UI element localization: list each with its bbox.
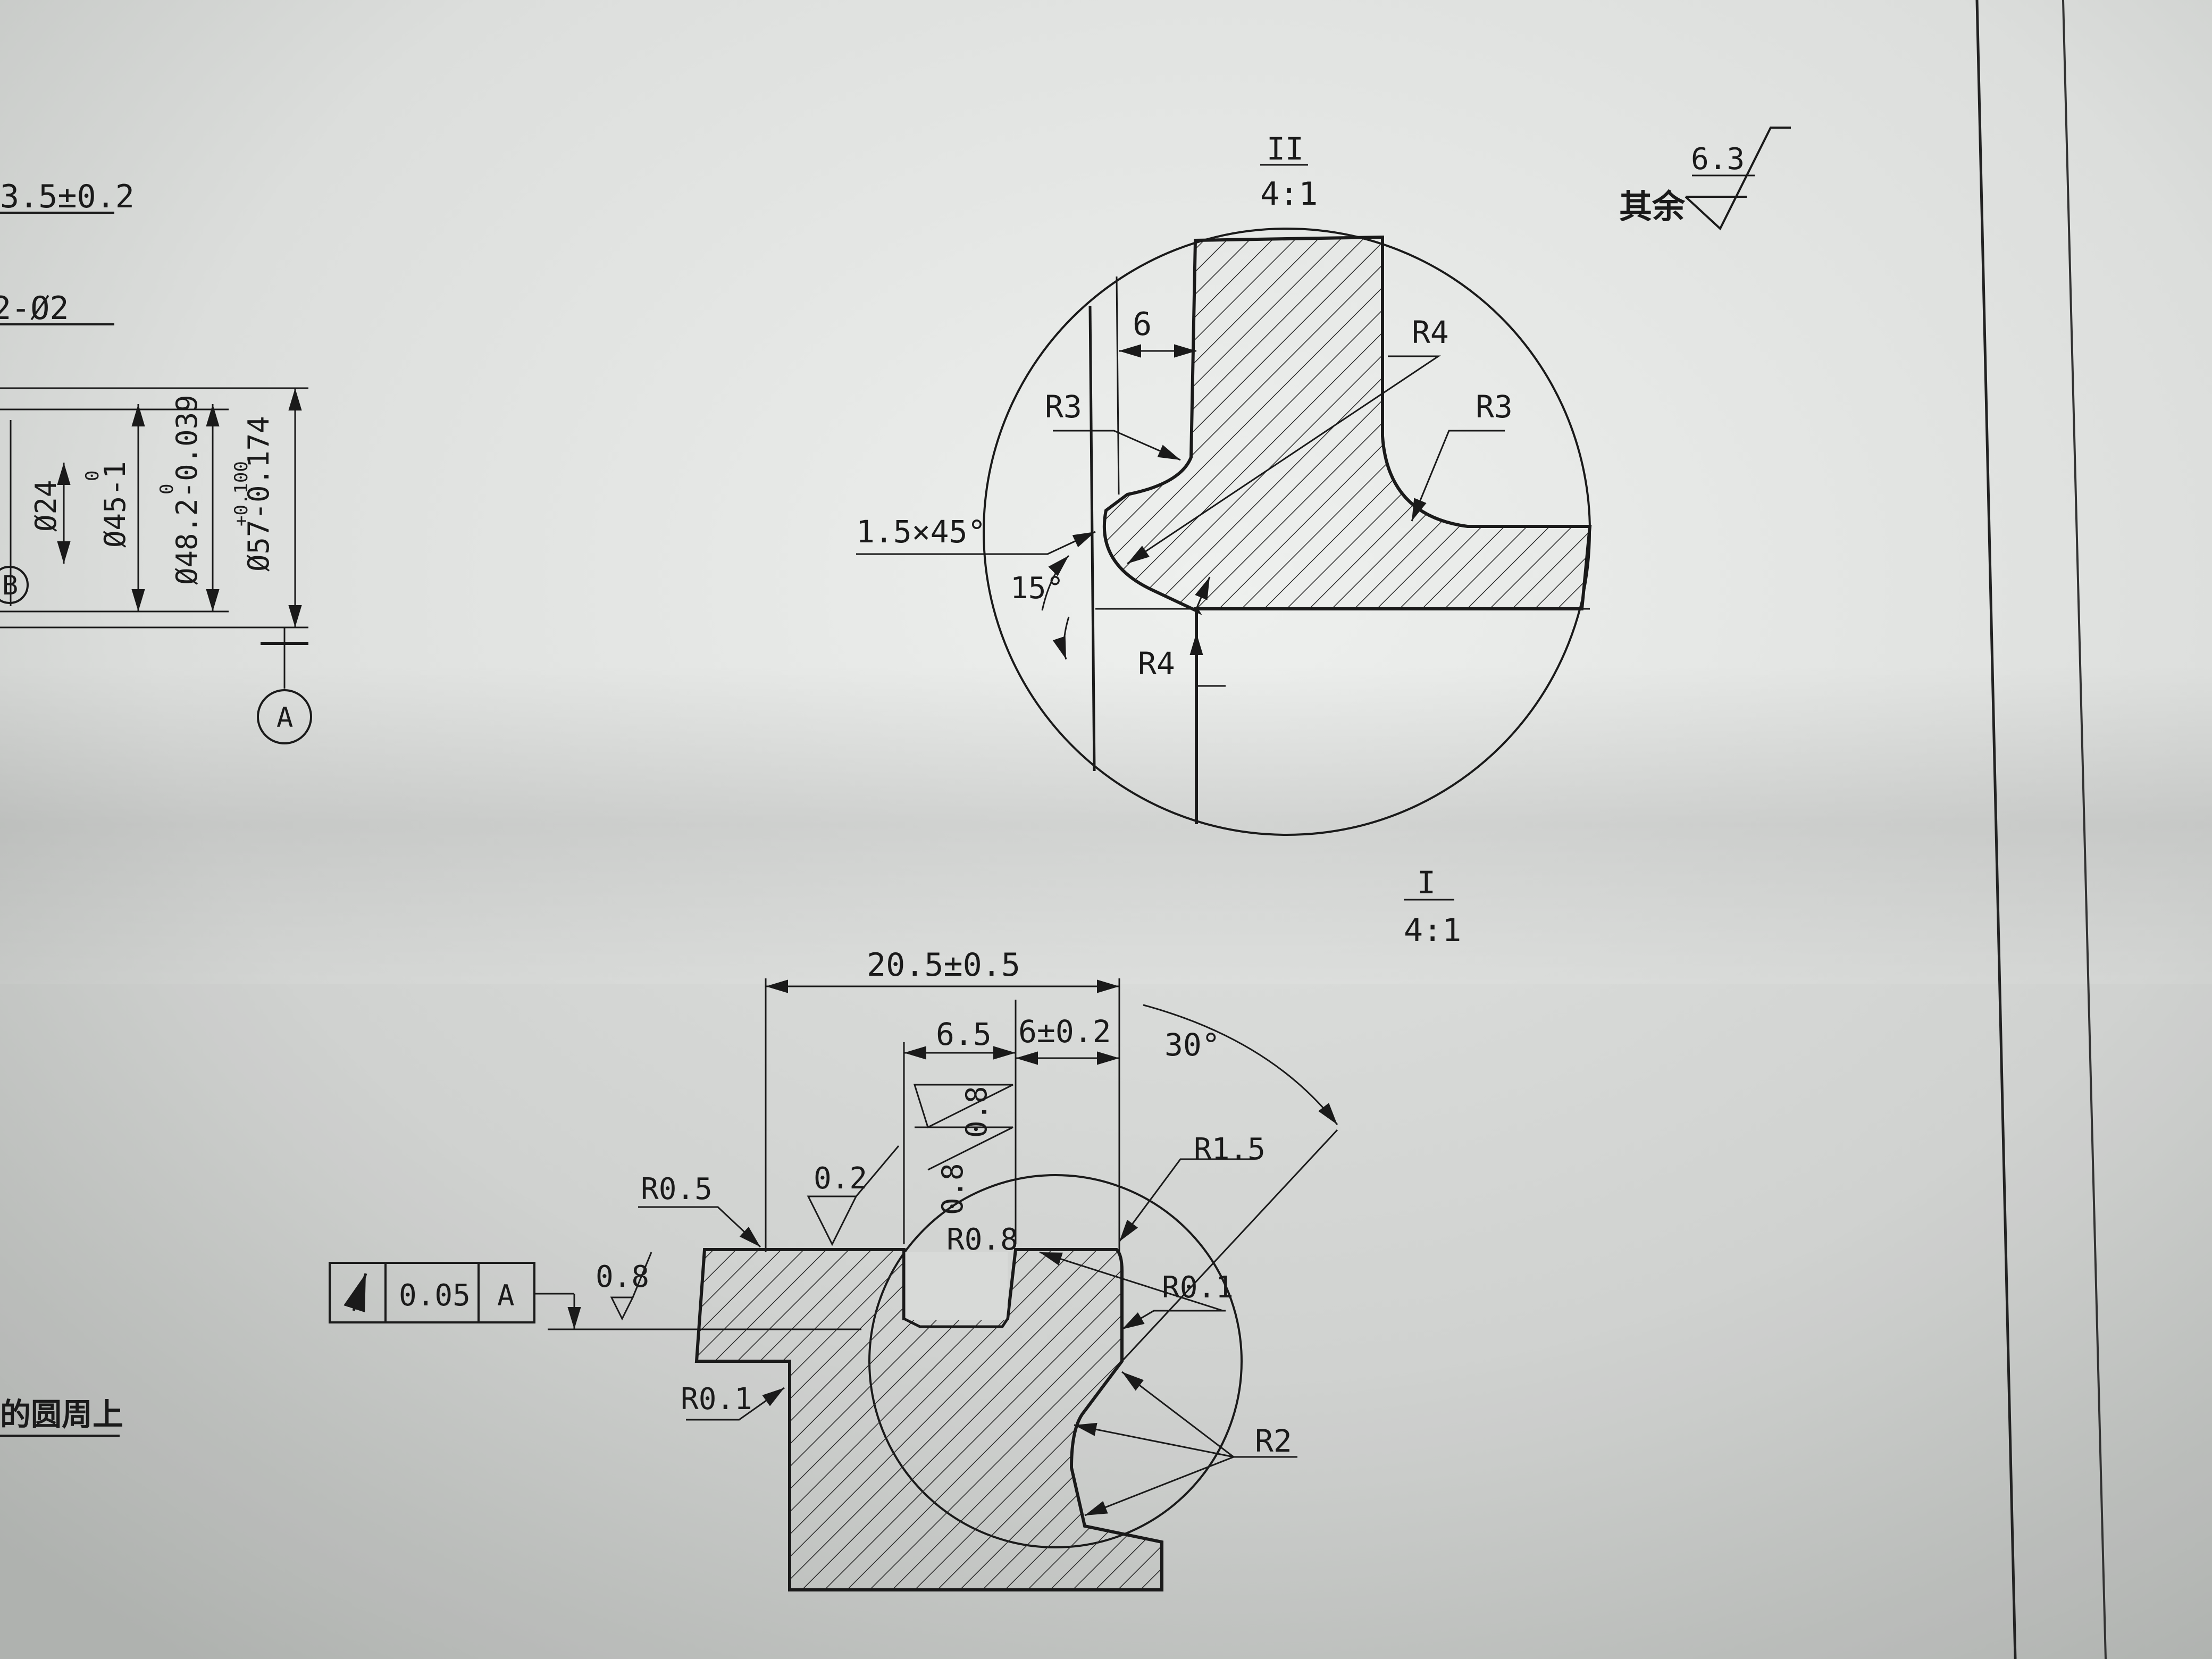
dim-d57-tol: +0.100 bbox=[231, 461, 252, 526]
gdt-datum: A bbox=[497, 1279, 515, 1312]
frame-border-inner bbox=[1975, 0, 2017, 1659]
default-roughness-symbol bbox=[1685, 127, 1791, 231]
roughness-0-2: 0.2 bbox=[814, 1161, 867, 1196]
detail-ii-r4-top: R4 bbox=[1412, 314, 1449, 350]
detail-i-r0-1-right: R0.1 bbox=[1162, 1270, 1234, 1305]
detail-i-label: I bbox=[1417, 865, 1436, 901]
dim-d45-tol: 0 bbox=[82, 471, 103, 481]
dim-d24: Ø24 bbox=[29, 480, 63, 532]
detail-ii-chamfer: 1.5×45° bbox=[856, 514, 986, 550]
detail-ii-scale: 4:1 bbox=[1260, 175, 1318, 213]
left-note-text: 的圆周上 bbox=[0, 1396, 123, 1432]
left-partial-view bbox=[0, 212, 312, 744]
detail-ii-r3-right: R3 bbox=[1476, 389, 1513, 425]
roughness-0-8-c: 0.8 bbox=[596, 1260, 649, 1294]
detail-i-dim-6-5: 6.5 bbox=[936, 1016, 992, 1052]
detail-i-dim-6: 6±0.2 bbox=[1018, 1013, 1111, 1050]
left-top-dimension: 3.5±0.2 bbox=[0, 178, 135, 215]
detail-ii-r4-bottom: R4 bbox=[1138, 646, 1175, 682]
dim-d45: Ø45-1 bbox=[98, 461, 132, 548]
detail-i-scale: 4:1 bbox=[1404, 912, 1461, 949]
detail-ii-section-hatch bbox=[1102, 235, 1592, 615]
datum-a-label: A bbox=[276, 702, 293, 734]
roughness-default-prefix: 其余 bbox=[1619, 187, 1686, 226]
detail-ii-angle-15: 15° bbox=[1010, 571, 1064, 606]
runout-arrow-icon bbox=[343, 1273, 367, 1313]
detail-ii-label: II bbox=[1267, 131, 1304, 167]
frame-border-outer bbox=[2062, 0, 2107, 1659]
detail-i-r0-5: R0.5 bbox=[641, 1172, 713, 1206]
dim-d48-tol: 0 bbox=[156, 484, 178, 495]
gdt-tolerance: 0.05 bbox=[399, 1278, 471, 1313]
roughness-0-8-b: 0.8 bbox=[936, 1163, 969, 1215]
detail-i-view bbox=[329, 899, 1454, 1591]
detail-i-r1-5: R1.5 bbox=[1194, 1132, 1266, 1167]
detail-ii-dim-6: 6 bbox=[1133, 306, 1152, 343]
datum-b-label: B bbox=[2, 570, 18, 601]
dim-d57: Ø57-0.174 bbox=[242, 416, 275, 572]
detail-i-angle-30: 30° bbox=[1164, 1027, 1220, 1063]
detail-i-section-hatch bbox=[694, 1248, 1163, 1591]
detail-ii-view bbox=[856, 164, 1592, 836]
detail-ii-r3-left: R3 bbox=[1045, 389, 1082, 425]
detail-i-r2: R2 bbox=[1255, 1423, 1292, 1459]
left-ref-label: 2-Ø2 bbox=[0, 290, 69, 327]
detail-i-r0-1-left: R0.1 bbox=[681, 1382, 752, 1417]
paper-shadow bbox=[0, 665, 2212, 984]
roughness-default-value: 6.3 bbox=[1691, 142, 1745, 177]
dim-d48: Ø48.2-0.039 bbox=[170, 395, 204, 585]
detail-i-dim-total: 20.5±0.5 bbox=[867, 946, 1020, 984]
gdt-frame bbox=[329, 1262, 535, 1323]
roughness-0-8-a: 0.8 bbox=[960, 1086, 993, 1138]
detail-i-r0-8: R0.8 bbox=[946, 1222, 1018, 1257]
